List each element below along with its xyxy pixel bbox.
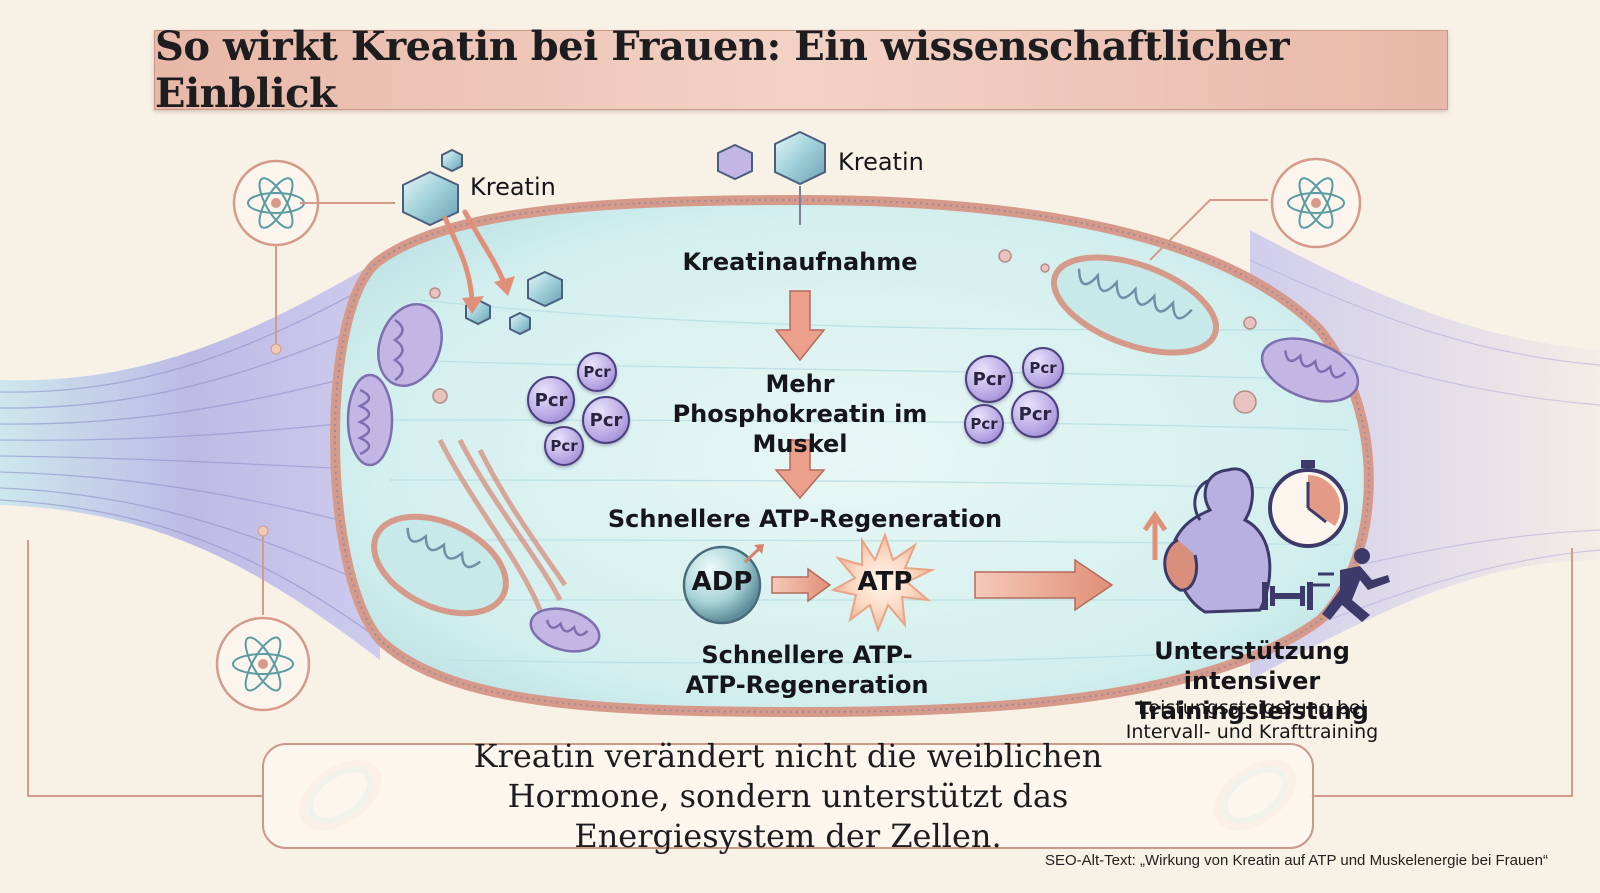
step-kreatinaufnahme: Kreatinaufnahme <box>682 248 918 276</box>
kreatin-uptake-arrows <box>442 209 515 314</box>
kreatin-crystals-top <box>717 130 826 225</box>
adp-molecule <box>682 544 764 625</box>
footer-statement: Kreatin verändert nicht die weiblichen H… <box>473 737 1103 855</box>
footer-statement-box: Kreatin verändert nicht die weiblichen H… <box>262 737 1314 855</box>
muscle-fiber-left <box>0 260 381 660</box>
title-banner: So wirkt Kreatin bei Frauen: Ein wissens… <box>154 23 1448 117</box>
pcr-molecule: Pcr <box>1011 390 1059 438</box>
page-title: So wirkt Kreatin bei Frauen: Ein wissens… <box>155 23 1290 117</box>
to-performance-arrow <box>974 558 1114 612</box>
result-title: Unterstützung intensiver Trainingsleistu… <box>1135 637 1369 725</box>
kreatin-label-left: Kreatin <box>470 173 556 201</box>
pcr-molecule: Pcr <box>1022 347 1064 389</box>
stopwatch-icon <box>1268 460 1348 548</box>
pcr-molecule: Pcr <box>527 376 575 424</box>
vesicles <box>429 249 1257 414</box>
atom-icon-bottom-left <box>215 525 311 712</box>
seo-alt-text: SEO-Alt-Text: „Wirkung von Kreatin auf A… <box>1044 852 1548 869</box>
pcr-molecule: Pcr <box>544 426 584 466</box>
mitochondria-left <box>346 302 601 653</box>
step-atp-regeneration-2: Schnellere ATP- ATP-Regeneration <box>685 641 929 699</box>
kreatin-label-top: Kreatin <box>838 148 924 176</box>
pcr-molecule: Pcr <box>577 352 617 392</box>
result-subtitle: Leistungssteigerung bei Intervall- und K… <box>1125 697 1379 743</box>
runner-icon <box>1312 548 1390 622</box>
step-atp-regeneration: Schnellere ATP-Regeneration <box>607 505 1003 533</box>
adp-label: ADP <box>691 567 753 597</box>
dumbbell-icon <box>1262 582 1313 610</box>
frame-lines <box>27 540 1573 797</box>
adp-to-atp-arrow <box>771 567 832 603</box>
atom-icon-top-right <box>1149 157 1362 261</box>
woman-athlete-icon <box>1142 467 1272 614</box>
atp-burst <box>830 532 936 633</box>
step-arrows <box>774 290 826 500</box>
pcr-molecule: Pcr <box>582 396 630 444</box>
pcr-molecule: Pcr <box>965 355 1013 403</box>
mitochondria-right <box>1050 254 1360 403</box>
pcr-molecule: Pcr <box>964 404 1004 444</box>
step-phosphokreatin: Mehr Phosphokreatin im Muskel <box>672 370 928 458</box>
atp-label: ATP <box>857 567 913 597</box>
